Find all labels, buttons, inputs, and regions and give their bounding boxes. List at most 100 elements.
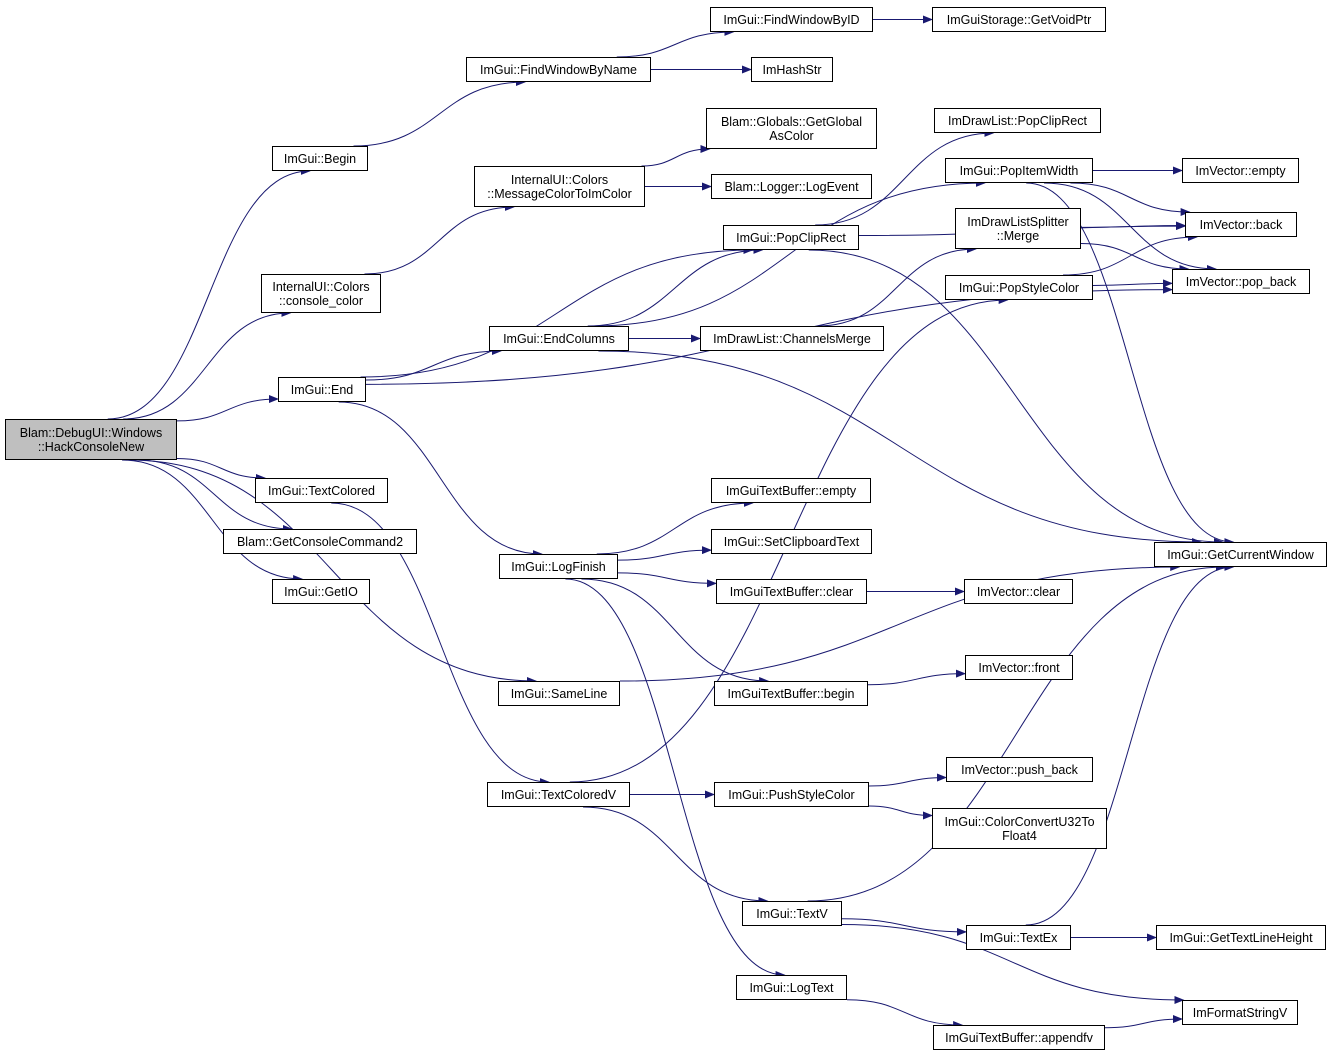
node-tb-empty[interactable]: ImGuiTextBuffer::empty (711, 478, 871, 503)
edge-textv-to-formatstringv (841, 924, 1185, 1004)
edge-popcliprect-to-getcurrentwindow (808, 249, 1224, 546)
edge-findwinbyname-to-findwinbyid (616, 28, 735, 58)
node-logtext[interactable]: ImGui::LogText (736, 975, 847, 1000)
node-label: Float4 (1002, 828, 1037, 843)
node-label: ImVector::clear (976, 584, 1061, 599)
node-label: ImDrawList::PopClipRect (948, 113, 1087, 128)
node-label: ImGui::TextColoredV (500, 787, 617, 802)
node-tb-begin[interactable]: ImGuiTextBuffer::begin (714, 681, 868, 706)
node-setclipboard[interactable]: ImGui::SetClipboardText (711, 529, 872, 554)
edge-msgcolor-to-getglobalcolor (641, 145, 711, 167)
node-popitemwidth[interactable]: ImGui::PopItemWidth (945, 158, 1093, 183)
node-findwinbyid[interactable]: ImGui::FindWindowByID (710, 7, 873, 32)
node-end[interactable]: ImGui::End (278, 377, 366, 402)
node-getconsolecmd[interactable]: Blam::GetConsoleCommand2 (223, 529, 417, 554)
node-label: ImGui::TextV (756, 906, 828, 921)
edge-textcolored-to-textcoloredv (331, 502, 550, 786)
node-label: ImGuiTextBuffer::begin (727, 686, 855, 701)
node-label: ImGuiTextBuffer::empty (725, 483, 857, 498)
node-msgcolor[interactable]: InternalUI::Colors::MessageColorToImColo… (474, 166, 645, 207)
node-console-color[interactable]: InternalUI::Colors::console_color (261, 274, 381, 313)
edge-endcolumns-to-popitemwidth (593, 179, 986, 327)
edge-root-to-getio (122, 459, 304, 583)
node-label: ImGui::TextEx (979, 930, 1058, 945)
node-logevent[interactable]: Blam::Logger::LogEvent (711, 174, 872, 199)
edge-root-to-getconsolecmd (137, 459, 293, 533)
node-sameline[interactable]: ImGui::SameLine (498, 681, 620, 706)
node-splitter-merge[interactable]: ImDrawListSplitter::Merge (955, 208, 1081, 249)
edge-textcoloredv-to-textv (583, 806, 769, 905)
edge-channelsmerge-to-splitter_merge (817, 245, 977, 327)
edge-logtext-to-tb_appendfv (846, 999, 964, 1029)
edge-pushstylecolor-to-vec_pushback (868, 773, 947, 787)
edge-console_color-to-msgcolor (364, 203, 515, 275)
node-label: InternalUI::Colors (510, 172, 609, 187)
node-vec-front[interactable]: ImVector::front (965, 655, 1073, 680)
node-textcoloredv[interactable]: ImGui::TextColoredV (487, 782, 630, 807)
edge-textex-to-getcurrentwindow (1025, 563, 1235, 926)
node-label: ImGui::GetIO (284, 584, 358, 599)
node-label: ImDrawList::ChannelsMerge (713, 331, 871, 346)
node-label: ::HackConsoleNew (37, 439, 145, 454)
node-textv[interactable]: ImGui::TextV (742, 901, 842, 926)
node-vec-clear[interactable]: ImVector::clear (964, 579, 1073, 604)
node-label: ImGui::PushStyleColor (728, 787, 855, 802)
node-tb-clear[interactable]: ImGuiTextBuffer::clear (716, 579, 867, 604)
node-channelsmerge[interactable]: ImDrawList::ChannelsMerge (700, 326, 884, 351)
edge-tb_appendfv-to-formatstringv (1104, 1015, 1183, 1029)
node-label: ::console_color (278, 293, 364, 308)
edge-endcolumns-to-getcurrentwindow (598, 350, 1203, 546)
node-begin[interactable]: ImGui::Begin (272, 146, 368, 171)
edge-popcliprect-to-dl_popcliprect (815, 129, 995, 226)
node-label: ImVector::empty (1195, 163, 1286, 178)
node-label: ImGui::LogText (749, 980, 834, 995)
node-label: ImGui::TextColored (268, 483, 375, 498)
node-label: ImVector::push_back (961, 762, 1078, 777)
edge-textv-to-getcurrentwindow (807, 563, 1226, 902)
node-popcliprect[interactable]: ImGui::PopClipRect (723, 225, 859, 250)
node-label: Blam::GetConsoleCommand2 (236, 534, 404, 549)
node-textex[interactable]: ImGui::TextEx (966, 925, 1071, 950)
node-vec-empty[interactable]: ImVector::empty (1182, 158, 1299, 183)
edge-end-to-endcolumns (365, 347, 502, 381)
edge-logfinish-to-setclipboard (617, 546, 712, 561)
node-logfinish[interactable]: ImGui::LogFinish (499, 554, 618, 579)
edge-splitter_merge-to-vec_popback (1080, 242, 1190, 273)
edge-root-to-end (176, 395, 279, 422)
node-vec-popback[interactable]: ImVector::pop_back (1172, 269, 1310, 294)
node-label: ImVector::pop_back (1185, 274, 1297, 289)
node-label: Blam::Logger::LogEvent (724, 179, 859, 194)
node-textcolored[interactable]: ImGui::TextColored (255, 478, 388, 503)
node-label: ImGui::FindWindowByID (723, 12, 860, 27)
node-gettextlineheight[interactable]: ImGui::GetTextLineHeight (1156, 925, 1326, 950)
node-tb-appendfv[interactable]: ImGuiTextBuffer::appendfv (933, 1025, 1105, 1050)
node-getcurrentwindow[interactable]: ImGui::GetCurrentWindow (1154, 542, 1327, 567)
node-storage-getvoidptr[interactable]: ImGuiStorage::GetVoidPtr (932, 7, 1106, 32)
node-root[interactable]: Blam::DebugUI::Windows::HackConsoleNew (5, 419, 177, 460)
node-pushstylecolor[interactable]: ImGui::PushStyleColor (714, 782, 869, 807)
node-endcolumns[interactable]: ImGui::EndColumns (489, 326, 629, 351)
node-getio[interactable]: ImGui::GetIO (272, 579, 370, 604)
node-findwinbyname[interactable]: ImGui::FindWindowByName (466, 57, 651, 82)
node-label: ImGui::PopItemWidth (959, 163, 1079, 178)
edge-root-to-sameline (128, 459, 537, 685)
node-vec-back[interactable]: ImVector::back (1185, 212, 1297, 237)
node-label: InternalUI::Colors (272, 279, 370, 294)
node-label: ImGui::GetTextLineHeight (1169, 930, 1313, 945)
edge-end-to-logfinish (338, 401, 543, 558)
node-popstylecolor[interactable]: ImGui::PopStyleColor (945, 275, 1093, 300)
node-imhashstr[interactable]: ImHashStr (751, 57, 833, 82)
edge-popitemwidth-to-getcurrentwindow (1026, 182, 1235, 546)
node-dl-popcliprect[interactable]: ImDrawList::PopClipRect (934, 108, 1101, 133)
node-formatstringv[interactable]: ImFormatStringV (1182, 1000, 1298, 1025)
edge-logfinish-to-tb_empty (596, 499, 754, 555)
edge-begin-to-findwinbyname (353, 78, 527, 147)
node-label: ImDrawListSplitter (967, 214, 1069, 229)
node-label: ImGui::End (290, 382, 354, 397)
edge-root-to-textcolored (176, 458, 267, 482)
node-vec-pushback[interactable]: ImVector::push_back (946, 757, 1093, 782)
node-label: ImGui::EndColumns (503, 331, 615, 346)
